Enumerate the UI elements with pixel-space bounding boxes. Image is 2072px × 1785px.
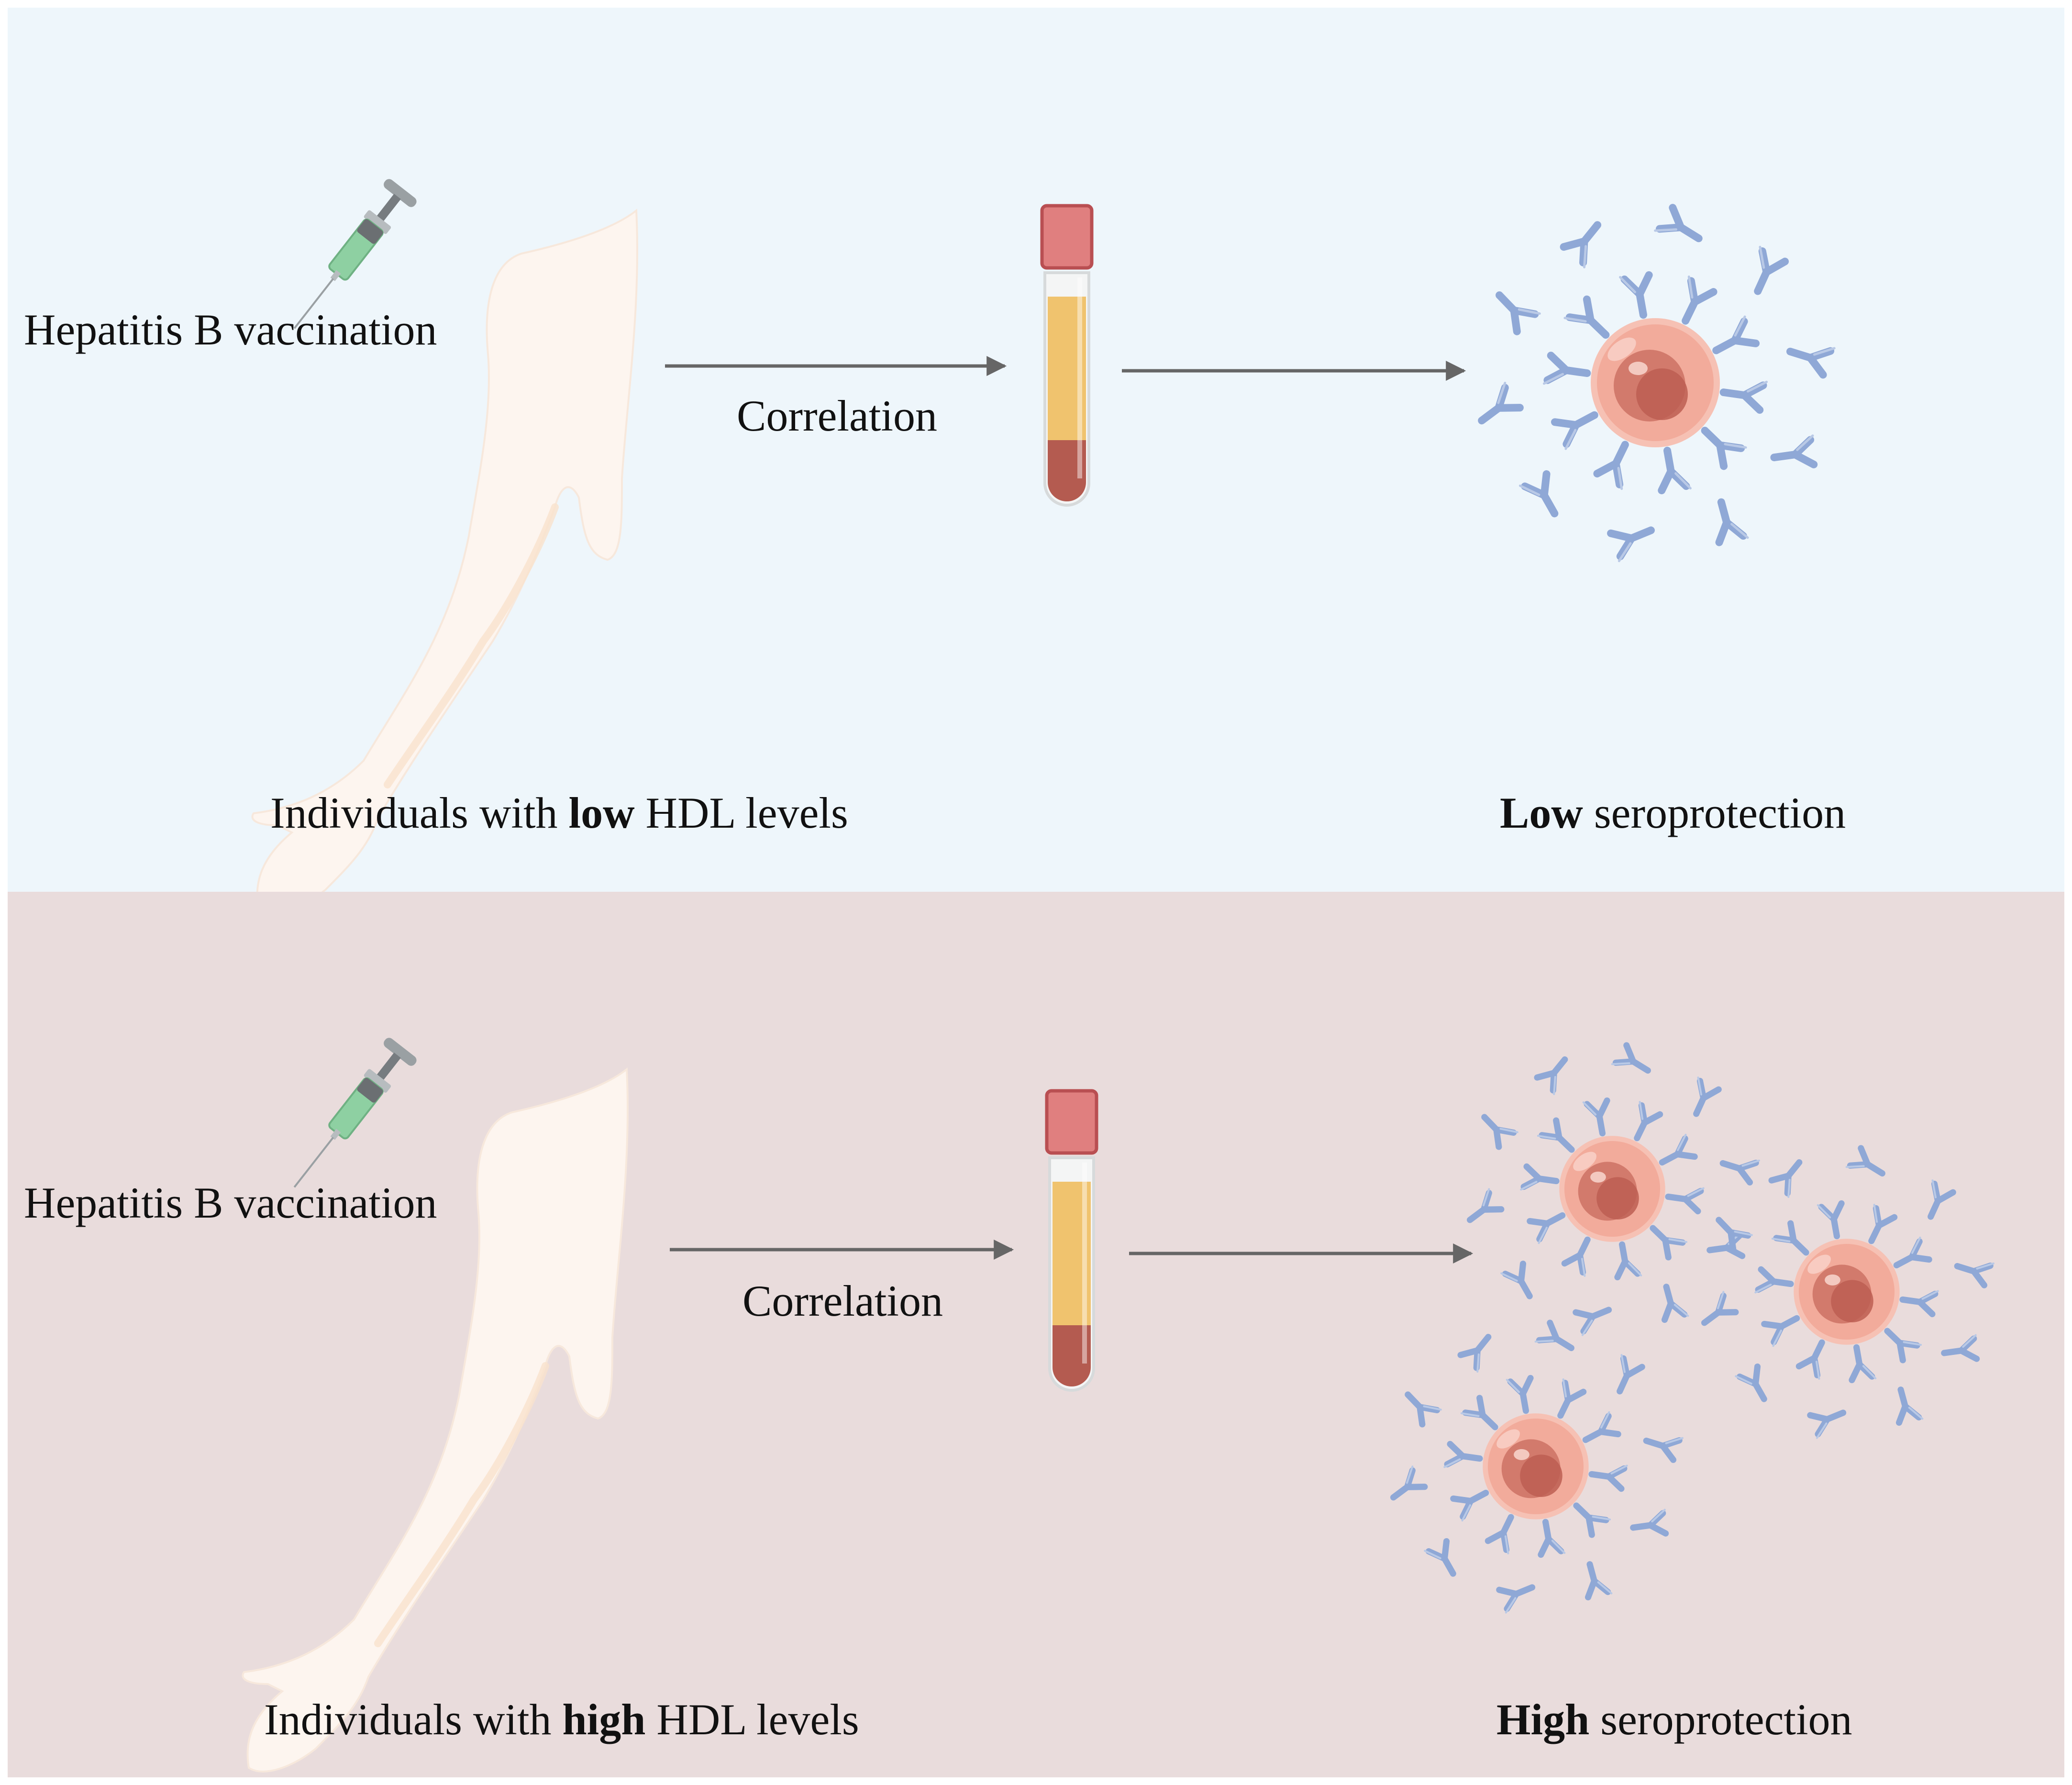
individuals-label: Individuals with low HDL levels	[270, 788, 848, 837]
b-cell-icon	[1591, 318, 1720, 447]
outcome-label: High seroprotection	[1496, 1695, 1852, 1744]
b-cell-icon	[1483, 1413, 1589, 1519]
b-cell-icon	[1794, 1239, 1900, 1345]
vaccination-label: Hepatitis B vaccination	[24, 1178, 437, 1227]
outcome-label: Low seroprotection	[1500, 788, 1846, 837]
vaccination-label: Hepatitis B vaccination	[24, 305, 437, 354]
correlation-label: Correlation	[737, 391, 937, 440]
b-cell-icon	[1559, 1136, 1665, 1242]
panel-high: Hepatitis B vaccination Correlation Indi…	[8, 892, 2064, 1777]
panel-low: Hepatitis B vaccination Correlation Indi…	[8, 8, 2064, 913]
correlation-label: Correlation	[742, 1276, 943, 1325]
blood-tube-icon	[1042, 206, 1092, 505]
blood-tube-icon	[1047, 1091, 1097, 1390]
individuals-label: Individuals with high HDL levels	[264, 1695, 859, 1744]
panel-low-background	[8, 8, 2064, 892]
panel-high-background	[8, 892, 2064, 1777]
